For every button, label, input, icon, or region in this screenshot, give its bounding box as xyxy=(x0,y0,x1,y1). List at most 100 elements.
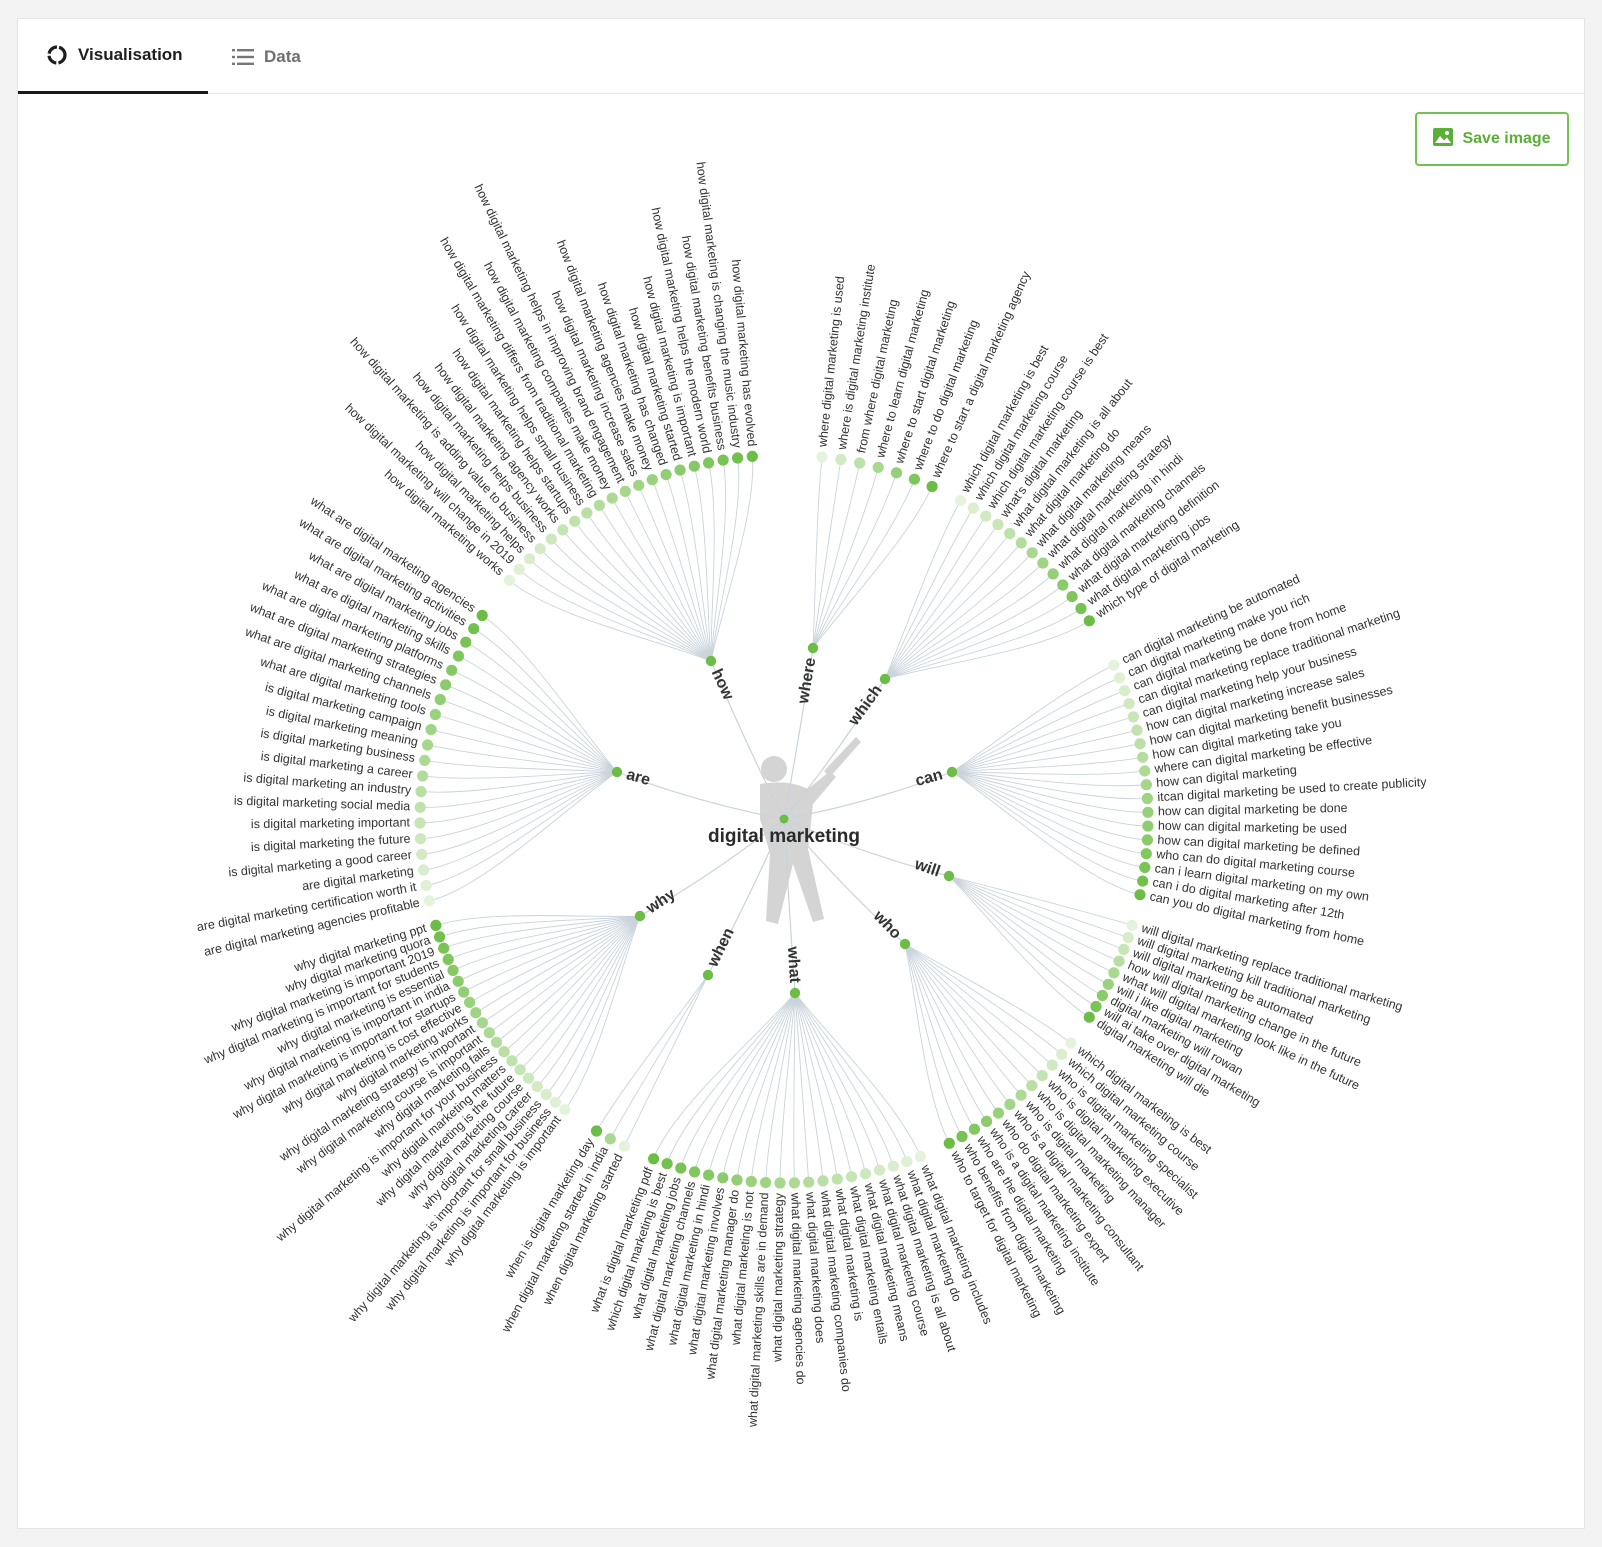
leaf-node[interactable] xyxy=(503,574,515,586)
leaf-node[interactable] xyxy=(1083,615,1095,627)
leaf-node[interactable] xyxy=(425,724,437,736)
leaf-node[interactable] xyxy=(1047,568,1059,580)
leaf-node[interactable] xyxy=(992,518,1004,531)
leaf-node[interactable] xyxy=(1139,765,1151,777)
branch-node[interactable] xyxy=(634,910,646,922)
leaf-node[interactable] xyxy=(788,1177,801,1189)
leaf-node[interactable] xyxy=(534,543,546,555)
leaf-node[interactable] xyxy=(452,650,465,662)
leaf-node[interactable] xyxy=(675,1162,687,1174)
leaf-node[interactable] xyxy=(926,480,938,493)
leaf-node[interactable] xyxy=(440,679,452,691)
leaf-node[interactable] xyxy=(590,1125,603,1137)
leaf-node[interactable] xyxy=(1046,1059,1058,1071)
leaf-node[interactable] xyxy=(954,495,967,507)
leaf-node[interactable] xyxy=(1004,1098,1016,1110)
leaf-node[interactable] xyxy=(1119,685,1131,697)
leaf-node[interactable] xyxy=(760,1176,772,1189)
leaf-node[interactable] xyxy=(674,464,686,476)
leaf-node[interactable] xyxy=(1015,1089,1027,1101)
leaf-node[interactable] xyxy=(1026,1080,1038,1092)
leaf-node[interactable] xyxy=(732,452,744,464)
leaf-node[interactable] xyxy=(1036,1070,1048,1082)
leaf-node[interactable] xyxy=(545,533,557,545)
leaf-node[interactable] xyxy=(559,1104,571,1116)
leaf-node[interactable] xyxy=(661,1158,673,1170)
branch-node[interactable] xyxy=(611,766,623,778)
leaf-node[interactable] xyxy=(890,467,903,479)
leaf-label[interactable]: what digital marketing strategy xyxy=(770,1192,786,1363)
leaf-node[interactable] xyxy=(981,1115,993,1127)
tab-visualisation[interactable]: Visualisation xyxy=(18,19,208,94)
leaf-node[interactable] xyxy=(774,1177,786,1189)
leaf-label[interactable]: is digital marketing social media xyxy=(234,794,411,814)
branch-node[interactable] xyxy=(702,969,714,981)
leaf-label[interactable]: how can digital marketing be done xyxy=(1158,801,1348,819)
save-image-button[interactable]: Save image xyxy=(1415,112,1569,166)
leaf-node[interactable] xyxy=(416,848,428,861)
leaf-node[interactable] xyxy=(648,1153,660,1165)
leaf-node[interactable] xyxy=(860,1168,872,1180)
leaf-node[interactable] xyxy=(1141,834,1153,846)
leaf-node[interactable] xyxy=(717,454,729,466)
leaf-node[interactable] xyxy=(688,460,700,472)
tab-data[interactable]: Data xyxy=(232,19,301,94)
leaf-node[interactable] xyxy=(581,507,593,519)
leaf-node[interactable] xyxy=(569,515,581,527)
leaf-node[interactable] xyxy=(1142,806,1154,818)
branch-node[interactable] xyxy=(705,655,717,667)
leaf-node[interactable] xyxy=(1004,527,1016,540)
leaf-node[interactable] xyxy=(523,553,536,565)
leaf-node[interactable] xyxy=(660,469,672,481)
leaf-node[interactable] xyxy=(717,1172,729,1184)
branch-node[interactable] xyxy=(943,870,955,882)
leaf-node[interactable] xyxy=(831,1173,843,1185)
leaf-node[interactable] xyxy=(470,1007,482,1019)
leaf-node[interactable] xyxy=(1113,955,1125,967)
leaf-node[interactable] xyxy=(414,801,426,813)
leaf-node[interactable] xyxy=(1056,1048,1068,1060)
leaf-node[interactable] xyxy=(992,1107,1005,1119)
leaf-node[interactable] xyxy=(854,457,866,469)
leaf-node[interactable] xyxy=(442,953,454,966)
leaf-node[interactable] xyxy=(522,1072,535,1084)
leaf-node[interactable] xyxy=(618,1140,631,1152)
leaf-node[interactable] xyxy=(414,817,426,829)
leaf-node[interactable] xyxy=(1090,1000,1102,1013)
leaf-node[interactable] xyxy=(1066,591,1078,603)
leaf-node[interactable] xyxy=(490,1036,503,1048)
branch-node[interactable] xyxy=(807,642,819,654)
leaf-node[interactable] xyxy=(1118,943,1130,956)
leaf-node[interactable] xyxy=(593,499,606,511)
leaf-node[interactable] xyxy=(1113,672,1126,684)
leaf-node[interactable] xyxy=(703,457,715,469)
leaf-node[interactable] xyxy=(1140,779,1152,791)
leaf-node[interactable] xyxy=(646,474,658,486)
leaf-node[interactable] xyxy=(446,664,458,676)
leaf-node[interactable] xyxy=(1122,931,1134,944)
leaf-node[interactable] xyxy=(476,609,488,622)
leaf-node[interactable] xyxy=(434,931,446,943)
leaf-node[interactable] xyxy=(438,942,450,954)
leaf-node[interactable] xyxy=(483,1027,495,1039)
leaf-node[interactable] xyxy=(689,1166,701,1178)
leaf-node[interactable] xyxy=(1015,537,1027,549)
leaf-node[interactable] xyxy=(746,450,758,462)
leaf-node[interactable] xyxy=(430,919,442,932)
leaf-node[interactable] xyxy=(980,510,992,522)
leaf-node[interactable] xyxy=(908,473,921,485)
leaf-node[interactable] xyxy=(604,1133,616,1145)
leaf-node[interactable] xyxy=(423,895,435,907)
leaf-node[interactable] xyxy=(419,754,431,767)
leaf-node[interactable] xyxy=(540,1089,552,1101)
branch-node[interactable] xyxy=(789,987,801,999)
leaf-node[interactable] xyxy=(1127,711,1139,723)
leaf-node[interactable] xyxy=(557,524,569,536)
leaf-node[interactable] xyxy=(1102,978,1114,990)
leaf-node[interactable] xyxy=(447,964,459,977)
leaf-node[interactable] xyxy=(1108,659,1120,671)
leaf-node[interactable] xyxy=(1141,792,1153,805)
leaf-node[interactable] xyxy=(633,479,645,491)
leaf-node[interactable] xyxy=(429,708,441,721)
leaf-node[interactable] xyxy=(415,786,427,798)
